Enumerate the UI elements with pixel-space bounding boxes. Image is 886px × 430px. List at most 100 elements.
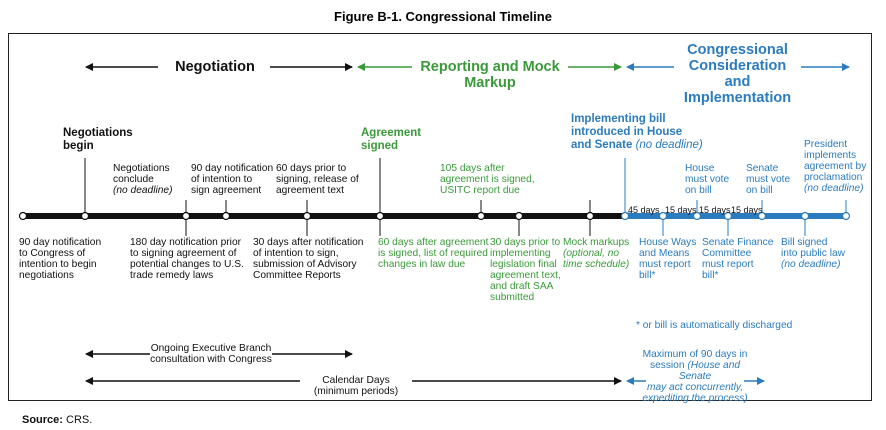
span-calendar-l2: (minimum periods) (313, 386, 399, 397)
span-calendar-l1: Calendar Days (322, 375, 390, 386)
event-law-l2: into public law (781, 248, 845, 259)
event-90-day-begin-notification: 90 day notification to Congress of inten… (19, 237, 101, 281)
node-p60 (302, 211, 312, 221)
event-a30-l3: submission of Advisory (253, 259, 357, 270)
event-n90-l4: negotiations (19, 270, 74, 281)
span-consultation: Ongoing Executive Branch consultation wi… (150, 343, 272, 365)
event-a30-l1: 30 days after notification (253, 237, 364, 248)
node-senate (757, 211, 767, 221)
event-n90-l1: 90 day notification (19, 237, 102, 248)
event-p30-l6: submitted (490, 292, 535, 303)
phase-negotiation: Negotiation (175, 59, 255, 75)
interval-15-days-3: 15 days (731, 205, 763, 215)
event-mock-markups: Mock markups (optional, no time schedule… (563, 237, 629, 270)
event-180-day-notification: 180 day notification prior to signing ag… (130, 237, 244, 281)
phase-congress-line1: Congressional (687, 42, 788, 58)
node-mock (585, 211, 595, 221)
source-label: Source: (22, 414, 63, 426)
figure-title: Figure B-1. Congressional Timeline (334, 9, 552, 24)
node-impl (620, 211, 630, 221)
event-neg-conclude-l2: conclude (113, 174, 154, 185)
event-prior60-l2: signing, release of (276, 174, 359, 185)
event-impl-l3b: (no deadline) (635, 139, 703, 151)
event-hwm-l3: must report (639, 259, 691, 270)
node-law (800, 211, 810, 221)
event-president-proclamation: President implements agreement by procla… (804, 139, 866, 194)
event-p30-l1: 30 days prior to (490, 237, 561, 248)
span-consult-l2: consultation with Congress (150, 354, 272, 365)
event-impl-l3a: and Senate (571, 139, 633, 151)
event-n90-l2: to Congress of (19, 248, 86, 259)
event-p30-l3: legislation final (490, 259, 557, 270)
event-usitc-report: 105 days after agreement is signed, USIT… (440, 163, 535, 196)
event-sfc-l1: Senate Finance (702, 237, 774, 248)
event-mock-l1: Mock markups (563, 237, 630, 248)
span-consult-l1: Ongoing Executive Branch (150, 343, 272, 354)
node-n90 (221, 211, 231, 221)
event-prior60-l1: 60 days prior to (276, 163, 347, 174)
event-a60-l2: is signed, list of required (378, 248, 488, 259)
event-30-days-after: 30 days after notification of intention … (253, 237, 363, 281)
node-usitc (476, 211, 486, 221)
event-agree-l1: Agreement (361, 127, 422, 139)
event-house-ways-means: House Ways and Means must report bill* (639, 237, 696, 281)
event-senate-vote: Senate must vote on bill (746, 163, 790, 196)
event-30-days-prior: 30 days prior to implementing legislatio… (490, 237, 561, 303)
event-hwm-l2: and Means (639, 248, 690, 259)
event-agreement-signed: Agreement signed (361, 127, 421, 153)
phase-reporting-line2: Markup (464, 75, 516, 91)
event-law-l3: (no deadline) (781, 259, 841, 270)
event-house-l1: House (685, 163, 715, 174)
event-p30-l4: agreement text, (490, 270, 561, 281)
event-60-days-after: 60 days after agreement is signed, list … (378, 237, 488, 270)
event-senate-l3: on bill (746, 185, 773, 196)
event-n180-l3: potential changes to U.S. (130, 259, 244, 270)
event-law-l1: Bill signed (781, 237, 828, 248)
event-pres-l5: (no deadline) (804, 183, 864, 194)
event-n90-l3: intention to begin (19, 259, 97, 270)
phase-congress-line3: Implementation (683, 90, 792, 106)
footnote: * or bill is automatically discharged (636, 320, 793, 331)
figure-frame (8, 33, 872, 401)
event-neg-conclude-l3: (no deadline) (113, 185, 173, 196)
interval-45-days: 45 days (628, 205, 660, 215)
event-p30-l5: and draft SAA (490, 281, 554, 292)
event-sfc-l4: bill* (702, 270, 719, 281)
event-usitc-l2: agreement is signed, (440, 174, 535, 185)
node-agree (375, 211, 385, 221)
event-bill-signed: Bill signed into public law (no deadline… (781, 237, 845, 270)
event-hwm-l4: bill* (639, 270, 656, 281)
event-neg-begin-l2: begin (63, 140, 94, 152)
event-house-l2: must vote (685, 174, 730, 185)
event-implementing-bill: Implementing bill introduced in House an… (571, 113, 703, 152)
event-mock-l2: (optional, no (563, 248, 620, 259)
event-n180-l1: 180 day notification prior (130, 237, 241, 248)
span-max-l4: expediting the process) (642, 393, 748, 404)
event-negotiations-conclude: Negotiations conclude (no deadline) (113, 163, 172, 196)
event-negotiations-begin: Negotiations begin (63, 127, 133, 153)
span-max-90-days: Maximum of 90 days in session (House and… (640, 349, 750, 404)
node-neg-begin (80, 211, 90, 221)
event-usitc-l3: USITC report due (440, 185, 520, 196)
interval-15-days-2: 15 days (699, 205, 731, 215)
node-sfc (723, 211, 733, 221)
event-a30-l2: of intention to sign, (253, 248, 339, 259)
event-prior60-l3: agreement text (276, 185, 344, 196)
span-max-l3: may act concurrently, (646, 382, 744, 393)
node-start (18, 211, 28, 221)
span-max-l2b: (House and Senate (678, 360, 741, 382)
event-sfc-l3: must report (702, 259, 754, 270)
interval-15-days-1: 15 days (665, 205, 697, 215)
node-p30 (514, 211, 524, 221)
event-senate-l1: Senate (746, 163, 779, 174)
event-usitc-l1: 105 days after (440, 163, 505, 174)
event-90-day-notification: 90 day notification of intention to sign… (191, 163, 273, 196)
event-pres-l2: implements (804, 150, 857, 161)
source-line: Source: CRS. (22, 414, 92, 426)
span-max-l1: Maximum of 90 days in (642, 349, 748, 360)
event-senate-finance: Senate Finance Committee must report bil… (702, 237, 773, 281)
event-pres-l3: agreement by (804, 161, 867, 172)
event-impl-l2: introduced in House (571, 126, 683, 138)
event-n180-l2: to signing agreement of (130, 248, 237, 259)
